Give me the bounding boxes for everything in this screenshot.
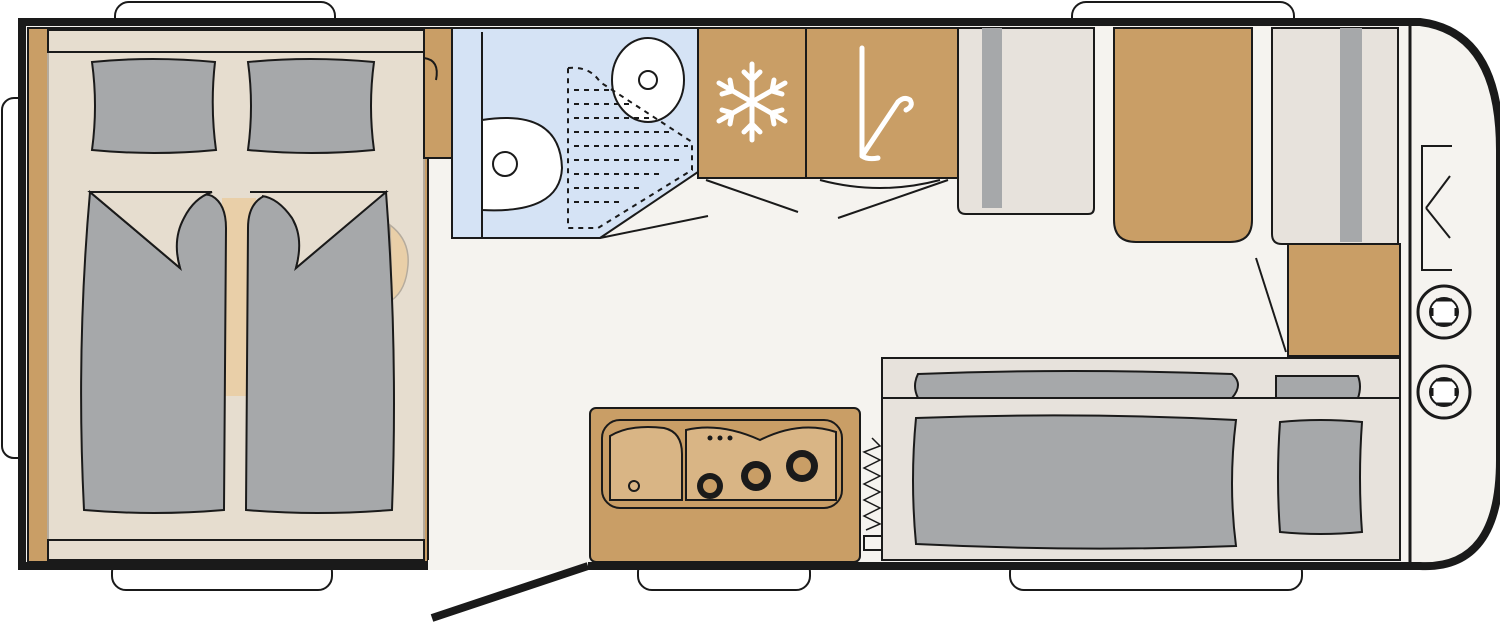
backrest-right-stripe: [1340, 28, 1362, 242]
door-swings: [599, 179, 1287, 353]
washroom: [451, 27, 699, 239]
wardrobe: [805, 27, 959, 179]
toilet-bowl-icon: [492, 151, 518, 177]
backrest-right-top: [1271, 27, 1399, 245]
backrest-left-stripe: [982, 28, 1002, 208]
gas-bottle-icon: [1416, 284, 1472, 420]
lounge-back-cushion-2: [1275, 375, 1361, 399]
wardrobe-cabinet: [805, 27, 959, 179]
heater-base: [863, 535, 883, 551]
shower-tray-icon: [567, 66, 693, 229]
pillow-left: [90, 58, 218, 154]
dining-table: [1113, 27, 1253, 243]
front-seating: [881, 27, 1452, 561]
lounge-seat-cushion-2: [1277, 419, 1364, 535]
door-gap: [428, 560, 588, 570]
lounge-back-cushion-1: [914, 370, 1239, 399]
fridge: [697, 27, 807, 179]
front-wall-bracket: [1421, 145, 1452, 271]
hob-icon: [697, 450, 818, 499]
kitchen-drain-icon: [628, 480, 640, 492]
lounge-seat-cushion-1: [912, 414, 1238, 550]
bed-base-bottom: [47, 539, 425, 561]
rear-shelf: [47, 29, 425, 53]
shower-grid: [574, 89, 688, 203]
bedroom-partition: [423, 27, 453, 159]
partition-curve: [423, 57, 438, 81]
hob-dots: [707, 435, 733, 441]
heater-icon: [862, 437, 882, 531]
sink-drain-icon: [638, 70, 658, 90]
hanger-icon: [859, 45, 914, 162]
snowflake-icon: [716, 61, 788, 143]
pillow-right: [246, 58, 376, 154]
blanket-right-fold: [250, 191, 389, 271]
rear-twin-beds: [27, 27, 453, 563]
backrest-left-top: [957, 27, 1095, 215]
kitchen: [589, 407, 883, 563]
front-cabinet: [1287, 243, 1401, 357]
door-icon: [430, 562, 590, 622]
bed-edge-bump: [389, 223, 409, 302]
toilet-icon: [481, 117, 564, 212]
blanket-left-turn: [87, 191, 213, 271]
entrance-door: [428, 560, 590, 622]
sink-icon: [609, 426, 683, 501]
